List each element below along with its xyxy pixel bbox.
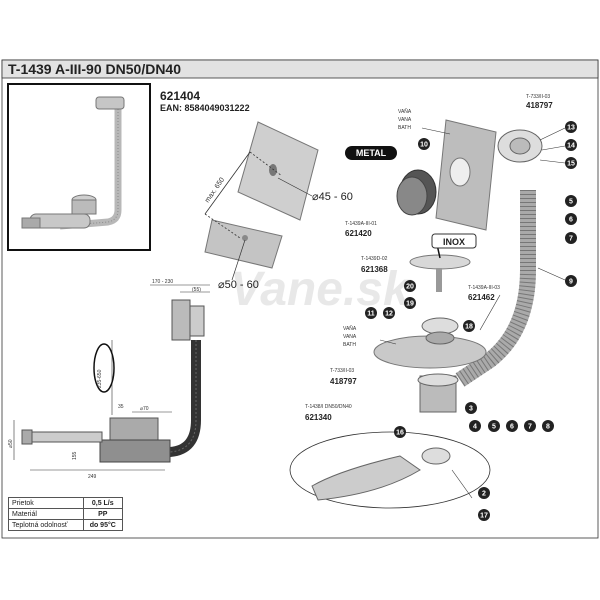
dim-35: 35	[118, 404, 124, 410]
dim-d45-60: ⌀45 - 60	[312, 191, 353, 203]
spec-value: PP	[82, 508, 124, 520]
part-badge-16: 16	[396, 430, 404, 437]
metal-badge	[345, 146, 397, 160]
t1439-iii03-name: T-1439A-III-03	[468, 285, 500, 291]
product-ean: EAN: 8584049031222	[160, 103, 250, 113]
t1439-iii03-code: 621462	[468, 293, 495, 302]
t1439-iii01-code: 621420	[345, 229, 372, 238]
inox-label: INOX	[443, 237, 465, 247]
part-badge-8: 8	[546, 424, 550, 431]
part-badges: 13 14 15 10 5 6 7 9 20 19 11 12 18 3 4 5…	[365, 121, 577, 521]
vana-mid-line2: VANA	[343, 334, 357, 340]
part-badge-11: 11	[367, 311, 375, 318]
spec-row: Materiál PP	[8, 508, 124, 520]
exploded-view	[289, 119, 566, 509]
part-badge-3: 3	[469, 406, 473, 413]
part-badge-2: 2	[482, 491, 486, 498]
part-badge-10: 10	[420, 142, 428, 149]
t733-top-name: T-733/II-03	[526, 94, 550, 100]
overflow-plate-drawing	[204, 121, 319, 281]
watermark: Vane.sk	[230, 263, 412, 316]
t1439d-name: T-1439D-02	[361, 256, 388, 262]
t1438-name: T-1438/I DN50/DN40	[305, 404, 352, 410]
title-bar	[1, 59, 599, 79]
part-badge-19: 19	[406, 301, 414, 308]
side-technical-drawing	[13, 284, 210, 471]
part-badge-5b: 5	[492, 424, 496, 431]
part-badge-7a: 7	[569, 236, 573, 243]
spec-row: Prietok 0,5 L/s	[8, 497, 124, 509]
spec-value: 0,5 L/s	[82, 497, 124, 509]
spec-table: Prietok 0,5 L/s Materiál PP Teplotná odo…	[8, 497, 124, 531]
dim-55: (55)	[192, 287, 201, 293]
part-badge-12: 12	[385, 311, 393, 318]
part-badge-5a: 5	[569, 199, 573, 206]
spec-row: Teplotná odolnosť do 95°C	[8, 519, 124, 531]
part-badge-13: 13	[567, 125, 575, 132]
dim-70: ⌀70	[140, 406, 149, 412]
part-badge-6a: 6	[569, 217, 573, 224]
dim-d50-60: ⌀50 - 60	[218, 279, 259, 291]
vana-top-line3: BATH	[398, 125, 411, 131]
dim-170-230: 170 - 230	[152, 279, 173, 285]
page-title: T-1439 A-III-90 DN50/DN40	[8, 61, 181, 77]
part-badge-17: 17	[480, 513, 488, 520]
t733-mid-name: T-733/II-03	[330, 368, 354, 374]
dim-235-650: 235-650	[97, 369, 103, 388]
dim-155: 155	[72, 451, 78, 460]
spec-label: Prietok	[8, 497, 84, 509]
spec-label: Materiál	[8, 508, 84, 520]
dim-50: ⌀50	[8, 439, 14, 448]
t733-top-code: 418797	[526, 101, 553, 110]
part-badge-6b: 6	[510, 424, 514, 431]
inox-badge	[431, 233, 477, 249]
product-photo	[21, 96, 125, 230]
part-badge-7b: 7	[528, 424, 532, 431]
t733-mid-code: 418797	[330, 377, 357, 386]
t1439d-code: 621368	[361, 265, 388, 274]
part-badge-9: 9	[569, 279, 573, 286]
part-badge-15: 15	[567, 161, 575, 168]
product-code: 621404	[160, 89, 200, 103]
dim-249: 249	[88, 474, 97, 480]
metal-label: METAL	[356, 148, 387, 158]
spec-value: do 95°C	[82, 519, 124, 531]
vana-mid-line1: VAŇA	[343, 325, 357, 332]
vana-top-line1: VAŇA	[398, 108, 412, 115]
t1438-code: 621340	[305, 413, 332, 422]
t1439-iii01-name: T-1439A-III-01	[345, 221, 377, 227]
vana-top-line2: VANA	[398, 117, 412, 123]
part-badge-4: 4	[473, 424, 477, 431]
part-badge-14: 14	[567, 143, 575, 150]
vana-mid-line3: BATH	[343, 342, 356, 348]
spec-label: Teplotná odolnosť	[8, 519, 84, 531]
part-badge-20: 20	[406, 284, 414, 291]
part-badge-18: 18	[465, 324, 473, 331]
